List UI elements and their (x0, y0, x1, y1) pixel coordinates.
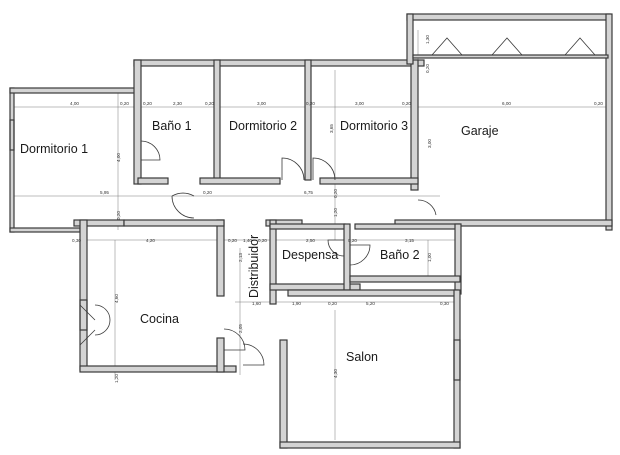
dim-label: 0,20 (120, 101, 129, 106)
dim-label: 3,00 (427, 139, 432, 148)
dim-label: 4,30 (333, 369, 338, 378)
dim-label: 2,05 (238, 324, 243, 333)
dim-label: 1,30 (425, 35, 430, 44)
dim-label: 2,30 (173, 101, 182, 106)
dim-label: 4,60 (114, 294, 119, 303)
room-dormitorio-2: Dormitorio 2 (229, 119, 297, 133)
dim-label: 3,00 (355, 101, 364, 106)
dim-label: 1,20 (333, 208, 338, 217)
dim-label: 1,90 (292, 301, 301, 306)
dim-label: 0,20 (306, 101, 315, 106)
room-garaje: Garaje (461, 124, 499, 138)
dim-label: 1,60 (252, 301, 261, 306)
dim-label: 0,20 (205, 101, 214, 106)
room-salon: Salon (346, 350, 378, 364)
dim-label: 0,20 (402, 101, 411, 106)
dim-label: 6,00 (502, 101, 511, 106)
dimension-labels: 4,00 0,20 0,20 2,30 0,20 3,00 0,20 3,00 … (70, 35, 603, 383)
dim-label: 6,75 (304, 190, 313, 195)
doors (79, 37, 596, 366)
dim-label: 2,13 (238, 253, 243, 262)
dim-label: 0,20 (328, 301, 337, 306)
dim-label: 0,20 (425, 64, 430, 73)
dim-label: 0,20 (348, 238, 357, 243)
dim-label: 1,20 (114, 374, 119, 383)
room-labels: Dormitorio 1 Baño 1 Dormitorio 2 Dormito… (20, 119, 499, 364)
dim-label: 0,20 (116, 211, 121, 220)
window-marks (9, 119, 461, 381)
walls (9, 13, 613, 449)
dim-label: 3,00 (257, 101, 266, 106)
room-bano-1: Baño 1 (152, 119, 192, 133)
dim-label: 5,20 (366, 301, 375, 306)
dim-label: 2,50 (306, 238, 315, 243)
room-dormitorio-3: Dormitorio 3 (340, 119, 408, 133)
room-distribuidor: Distribuidor (247, 235, 261, 298)
dim-label: 0,20 (203, 190, 212, 195)
room-dormitorio-1: Dormitorio 1 (20, 142, 88, 156)
dim-label: 0,30 (72, 238, 81, 243)
dim-label: 0,20 (143, 101, 152, 106)
dim-label: 0,20 (594, 101, 603, 106)
dim-label: 0,30 (440, 301, 449, 306)
dim-label: 5,95 (100, 190, 109, 195)
dim-label: 0,20 (228, 238, 237, 243)
dim-label: 3,65 (329, 124, 334, 133)
room-despensa: Despensa (282, 248, 338, 262)
dim-label: 4,00 (116, 153, 121, 162)
room-cocina: Cocina (140, 312, 179, 326)
dim-label: 1,00 (427, 253, 432, 262)
dim-label: 4,20 (146, 238, 155, 243)
dim-label: 0,20 (258, 238, 267, 243)
dim-label: 4,00 (70, 101, 79, 106)
room-bano-2: Baño 2 (380, 248, 420, 262)
dim-label: 0,20 (333, 189, 338, 198)
dim-label: 3,15 (405, 238, 414, 243)
dim-label: 1,40 (243, 238, 252, 243)
